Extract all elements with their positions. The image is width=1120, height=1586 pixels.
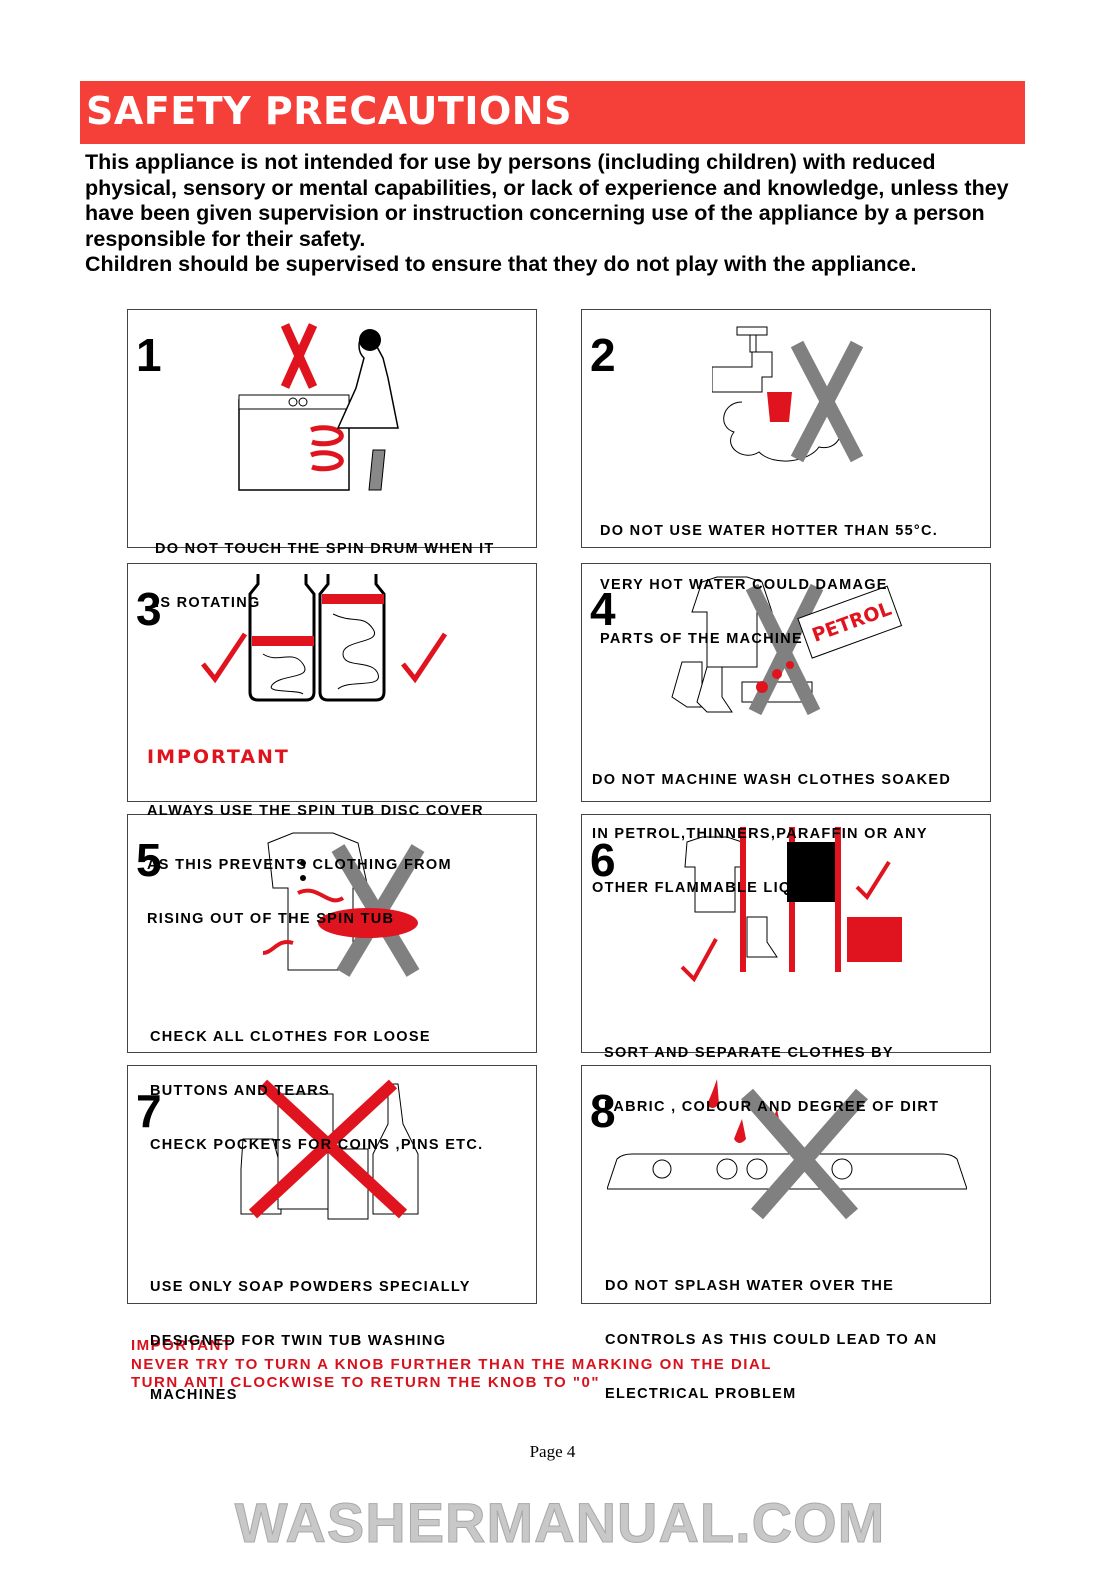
caption-line: VERY HOT WATER COULD DAMAGE xyxy=(600,577,888,593)
caption-line: CHECK POCKETS FOR COINS ,PINS ETC. xyxy=(150,1137,484,1153)
panel-caption: IMPORTANT ALWAYS USE THE SPIN TUB DISC C… xyxy=(147,712,484,964)
panel-number: 1 xyxy=(136,329,162,381)
panel-caption: DO NOT MACHINE WASH CLOTHES SOAKED IN PE… xyxy=(592,735,951,933)
intro-paragraph: This appliance is not intended for use b… xyxy=(85,150,1009,251)
panel-3: 3 IMPORTANT ALWAYS USE THE SPIN TUB DISC… xyxy=(127,563,537,927)
panel-caption: SORT AND SEPARATE CLOTHES BY FABRIC , CO… xyxy=(604,1008,939,1152)
panel-caption: DO NOT SPLASH WATER OVER THE CONTROLS AS… xyxy=(605,1241,937,1439)
hot-water-tap-icon xyxy=(712,326,864,463)
caption-line: FABRIC , COLOUR AND DEGREE OF DIRT xyxy=(604,1099,940,1115)
caption-line: DO NOT SPLASH WATER OVER THE xyxy=(605,1278,895,1294)
panel-number: 5 xyxy=(136,834,162,886)
caption-line: SORT AND SEPARATE CLOTHES BY xyxy=(604,1045,894,1061)
intro-paragraph: Children should be supervised to ensure … xyxy=(85,252,917,276)
petrol-soaked-clothes-icon: PETROL xyxy=(671,576,903,716)
caption-line: DO NOT TOUCH THE SPIN DRUM WHEN IT xyxy=(155,541,495,557)
wrong-detergents-icon xyxy=(240,1079,419,1220)
caption-line: MACHINES xyxy=(150,1387,238,1403)
panel-number: 6 xyxy=(590,834,616,886)
washing-machine-person-icon xyxy=(238,323,399,491)
caption-line: RISING OUT OF THE SPIN TUB xyxy=(147,911,395,927)
caption-line: DESIGNED FOR TWIN TUB WASHING xyxy=(150,1333,447,1349)
caption-line: CONTROLS AS THIS COULD LEAD TO AN xyxy=(605,1332,938,1348)
caption-line: DO NOT USE WATER HOTTER THAN 55°C. xyxy=(600,523,939,539)
panel-number: 4 xyxy=(590,583,616,635)
caption-line: ALWAYS USE THE SPIN TUB DISC COVER xyxy=(147,803,484,819)
panel-6: 6 SORT AND SEPARATE CLOTHES BY FABRIC , … xyxy=(581,814,991,1115)
note-line: IMPORTANT xyxy=(131,1337,233,1354)
caption-line: IN PETROL,THINNERS,PARAFFIN OR ANY xyxy=(592,826,928,842)
panel-5: 5 CHECK ALL CLOTHES FOR LOOSE BUTTONS AN… xyxy=(127,814,537,1153)
important-note: IMPORTANT NEVER TRY TO TURN A KNOB FURTH… xyxy=(131,1337,772,1393)
intro-text: This appliance is not intended for use b… xyxy=(85,150,1015,278)
page-title: SAFETY PRECAUTIONS xyxy=(86,89,572,133)
note-line: NEVER TRY TO TURN A KNOB FURTHER THAN TH… xyxy=(131,1355,772,1373)
caption-line: CHECK ALL CLOTHES FOR LOOSE xyxy=(150,1029,431,1045)
panel-4: 4 PETROL DO NOT MACHINE WASH CLOTHES SOA… xyxy=(581,563,991,896)
panel-2: 2 DO NOT USE WATER HOTTER THAN 55°C. VER… xyxy=(581,309,991,647)
important-label: IMPORTANT xyxy=(147,746,290,768)
panel-caption: CHECK ALL CLOTHES FOR LOOSE BUTTONS AND … xyxy=(150,992,483,1190)
caption-line: USE ONLY SOAP POWDERS SPECIALLY xyxy=(150,1279,471,1295)
title-banner: SAFETY PRECAUTIONS xyxy=(80,81,1025,144)
sort-clothes-icon xyxy=(680,827,902,982)
spin-tub-cover-icon xyxy=(201,574,448,702)
panel-number: 2 xyxy=(590,329,616,381)
water-splash-controls-icon xyxy=(607,1079,967,1220)
caption-line: ELECTRICAL PROBLEM xyxy=(605,1386,797,1402)
caption-line: AS THIS PREVENTS CLOTHING FROM xyxy=(147,857,452,873)
caption-line: DO NOT MACHINE WASH CLOTHES SOAKED xyxy=(592,772,952,788)
panel-1: 1 DO NOT TOUCH THE SPIN DRUM WHEN IT IS … xyxy=(127,309,537,611)
watermark: WASHERMANUAL.COM xyxy=(234,1491,886,1555)
panel-7: 7 USE ONLY SOAP POWDERS SPECIALLY DESIGN… xyxy=(127,1065,537,1403)
page-number: Page 4 xyxy=(529,1442,576,1461)
caption-line: BUTTONS AND TEARS xyxy=(150,1083,330,1099)
panel-8: 8 DO NOT SPLASH WATER OVER THE CONTROLS … xyxy=(581,1065,991,1402)
note-line: TURN ANTI CLOCKWISE TO RETURN THE KNOB T… xyxy=(131,1374,600,1391)
caption-line: IS ROTATING xyxy=(155,595,261,611)
panel-caption: DO NOT TOUCH THE SPIN DRUM WHEN IT IS RO… xyxy=(155,504,495,648)
panel-caption: DO NOT USE WATER HOTTER THAN 55°C. VERY … xyxy=(600,486,938,684)
loose-buttons-shirt-icon xyxy=(262,832,425,977)
caption-line: PARTS OF THE MACHINE xyxy=(600,631,803,647)
panel-number: 7 xyxy=(136,1085,162,1137)
panel-number: 8 xyxy=(590,1085,616,1137)
caption-line: OTHER FLAMMABLE LIQUIDS xyxy=(592,880,832,896)
panel-caption: USE ONLY SOAP POWDERS SPECIALLY DESIGNED… xyxy=(150,1242,471,1440)
panel-number: 3 xyxy=(136,583,162,635)
